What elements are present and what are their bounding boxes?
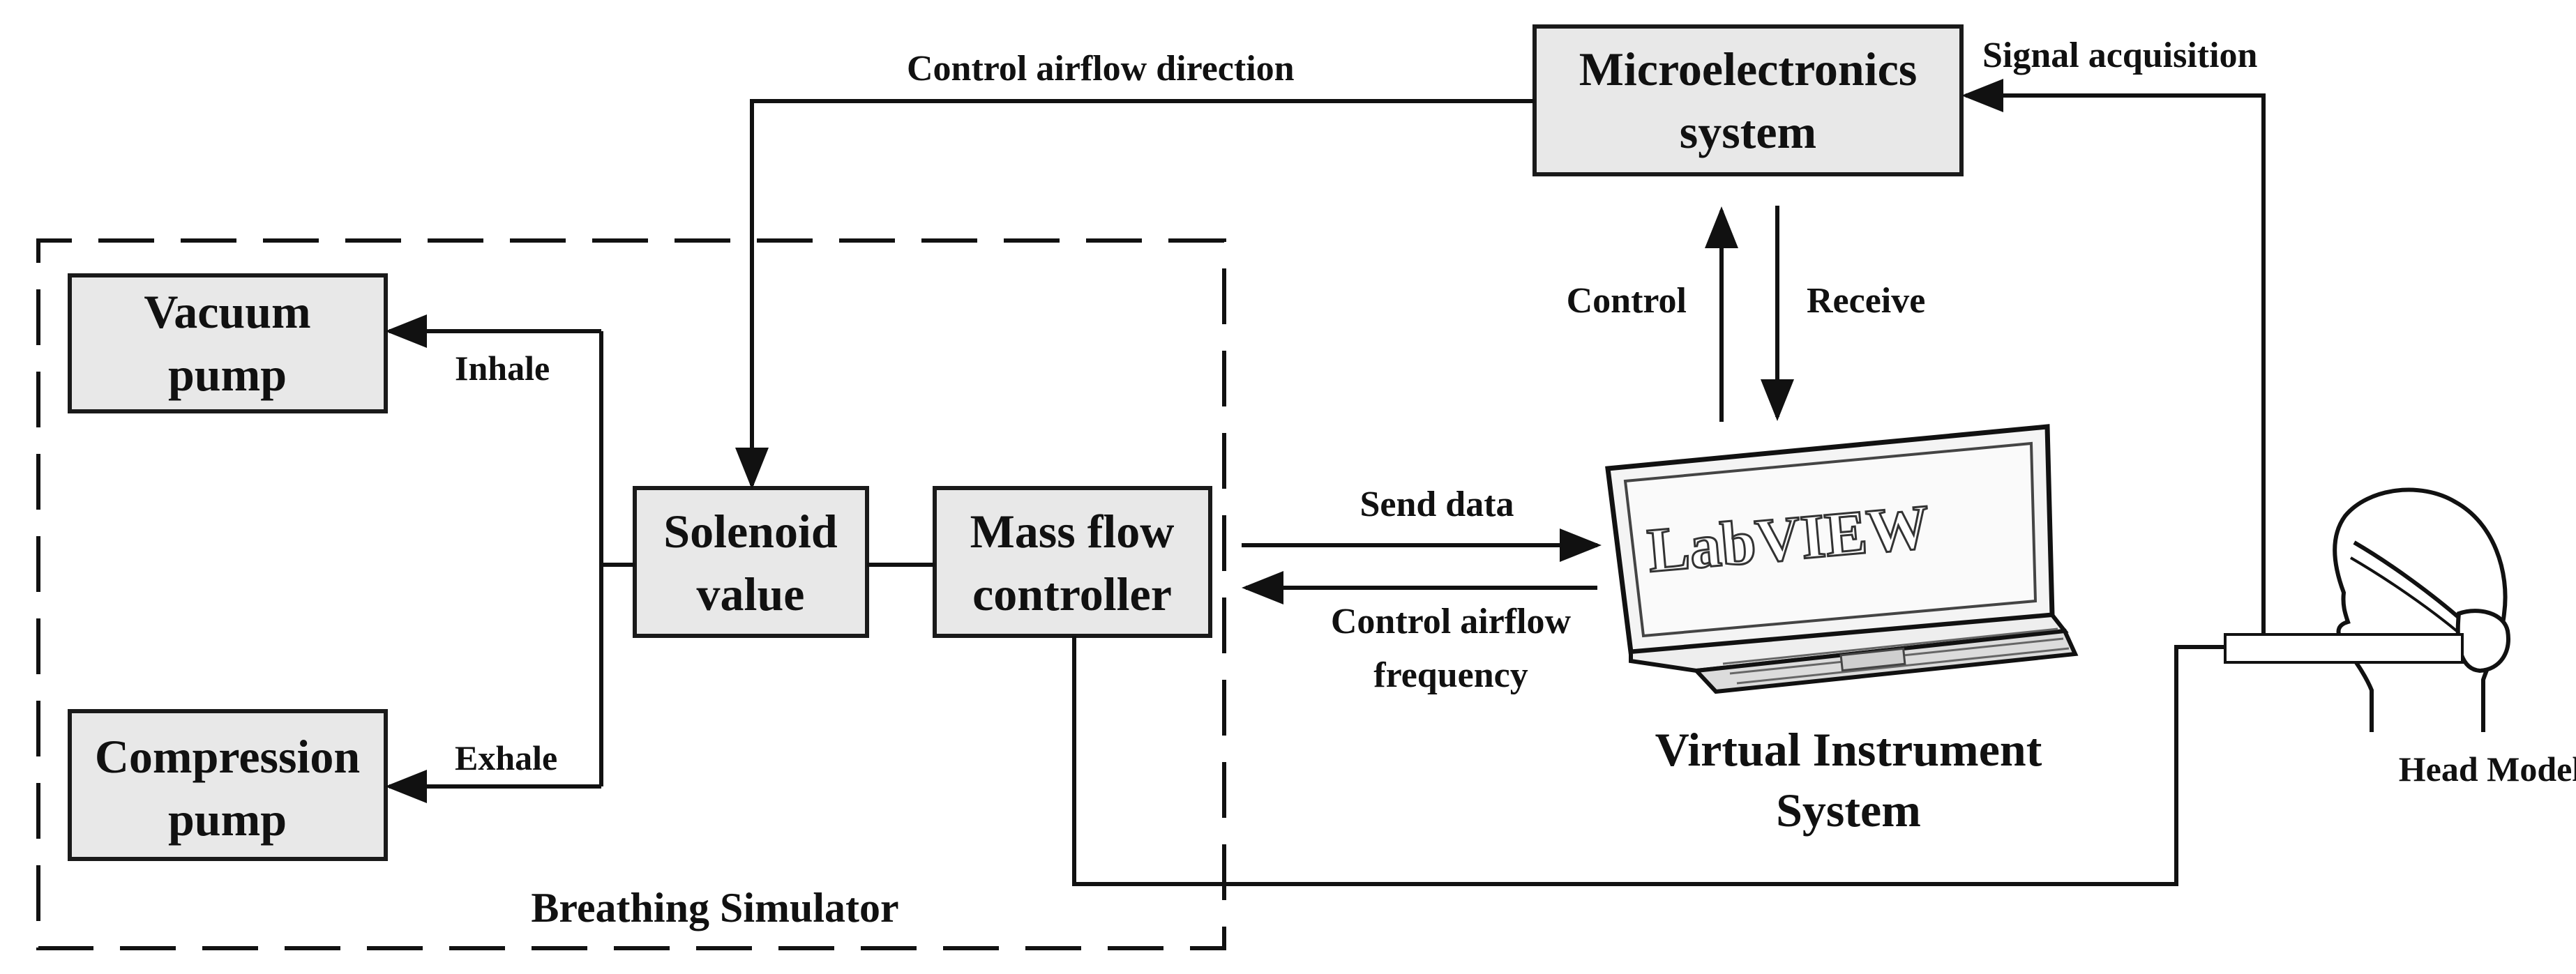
microelectronics-label-line2: system — [1680, 105, 1816, 158]
solenoid-label-line2: value — [697, 568, 805, 621]
head-model-icon — [2224, 487, 2510, 732]
compression-pump-node: Compression pump — [68, 709, 388, 861]
virtual-instrument-node: LabVIEW Virtual Instrument System — [1605, 424, 2079, 837]
control-label: Control — [1567, 281, 1687, 321]
laptop-icon: LabVIEW — [1605, 424, 2079, 694]
microelectronics-system-node: Microelectronics system — [1532, 24, 1964, 176]
solenoid-node: Solenoid value — [633, 486, 869, 638]
receive-label: Receive — [1807, 281, 1925, 321]
compression-pump-label-line2: pump — [168, 793, 287, 846]
breathing-simulator-group: Breathing Simulator — [36, 238, 1226, 950]
virtual-instrument-label-line1: Virtual Instrument — [1655, 723, 2042, 776]
control-airflow-direction-arrow — [735, 99, 1535, 489]
control-airflow-frequency-label-line1: Control airflow — [1331, 602, 1572, 641]
breathing-simulator-label: Breathing Simulator — [531, 885, 898, 931]
signal-acquisition-label: Signal acquisition — [1982, 36, 2258, 75]
vacuum-pump-node: Vacuum pump — [68, 273, 388, 413]
exhale-label: Exhale — [455, 738, 557, 777]
connectors — [385, 79, 2266, 886]
vacuum-pump-label-line1: Vacuum — [144, 285, 310, 338]
send-data-label: Send data — [1359, 485, 1514, 524]
microelectronics-label-line1: Microelectronics — [1579, 43, 1918, 96]
head-model-node: Head Model — [2224, 487, 2576, 789]
solenoid-label-line1: Solenoid — [663, 505, 838, 558]
control-airflow-frequency-label-line2: frequency — [1373, 655, 1528, 695]
control-airflow-direction-label: Control airflow direction — [907, 49, 1295, 89]
inhale-label: Inhale — [455, 349, 550, 388]
compression-pump-label-line1: Compression — [95, 730, 360, 783]
mass-flow-controller-node: Mass flow controller — [933, 486, 1212, 638]
breathing-simulator-border — [36, 238, 1226, 950]
vacuum-pump-label-line2: pump — [168, 348, 287, 401]
edge-labels: Control airflow direction Signal acquisi… — [455, 36, 2258, 777]
signal-acquisition-arrow — [1961, 79, 2266, 647]
mass-flow-label-line1: Mass flow — [970, 505, 1175, 558]
head-model-label: Head Model — [2399, 749, 2576, 789]
airflow-tube-line — [1072, 636, 2264, 886]
virtual-instrument-label-line2: System — [1776, 784, 1921, 837]
mass-flow-label-line2: controller — [972, 568, 1172, 621]
